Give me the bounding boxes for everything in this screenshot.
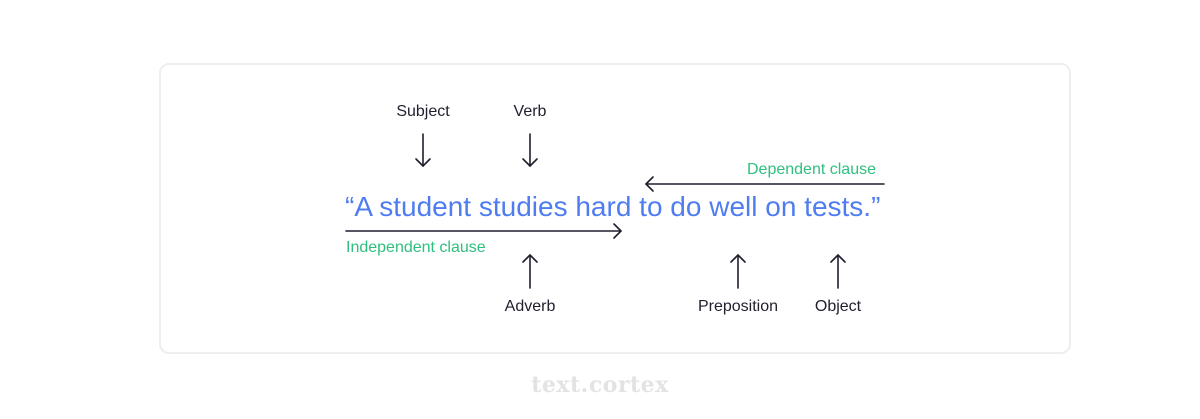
label-independent-clause: Independent clause [346, 239, 486, 256]
diagram-card [159, 63, 1071, 354]
preposition-arrow-icon [730, 254, 746, 289]
label-dependent-clause: Dependent clause [747, 161, 876, 178]
label-verb: Verb [513, 103, 547, 120]
subject-arrow-icon [415, 133, 431, 167]
label-object: Object [814, 298, 862, 315]
adverb-arrow-icon [522, 254, 538, 289]
dependent-clause-arrow-icon [645, 176, 885, 192]
verb-arrow-icon [522, 133, 538, 167]
label-adverb: Adverb [504, 298, 556, 315]
independent-clause-arrow-icon [345, 223, 622, 239]
label-preposition: Preposition [697, 298, 779, 315]
example-sentence: “A student studies hard to do well on te… [345, 191, 881, 222]
label-subject: Subject [396, 103, 450, 120]
watermark-logo: text.cortex [531, 372, 669, 398]
object-arrow-icon [830, 254, 846, 289]
